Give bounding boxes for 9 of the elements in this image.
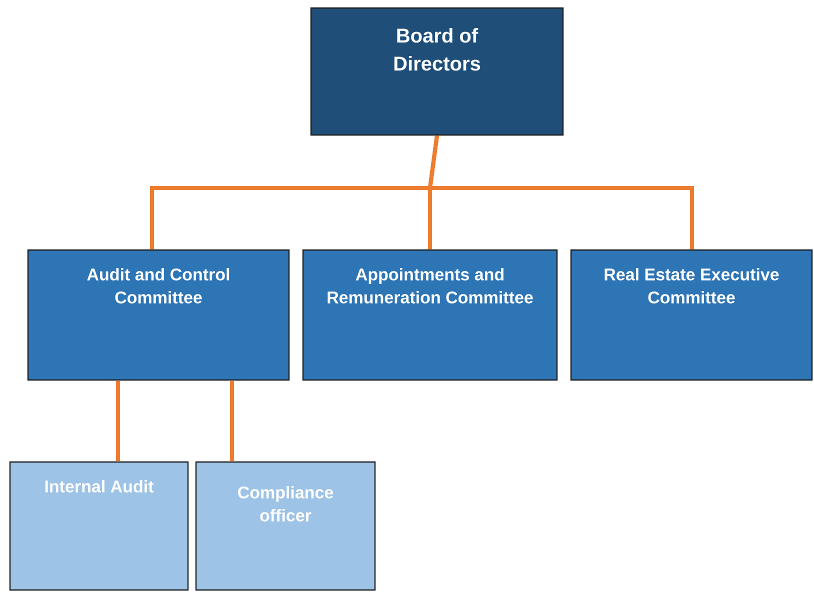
connector-line bbox=[116, 381, 120, 461]
org-box: Compliance officer bbox=[195, 461, 376, 591]
connector-line bbox=[230, 381, 234, 461]
connector-line bbox=[428, 135, 694, 250]
org-box: Appointments and Remuneration Committee bbox=[302, 249, 558, 381]
org-box: Internal Audit bbox=[9, 461, 189, 591]
org-box: Real Estate Executive Committee bbox=[570, 249, 813, 381]
org-box: Audit and Control Committee bbox=[27, 249, 290, 381]
org-box: Board of Directors bbox=[310, 7, 564, 136]
